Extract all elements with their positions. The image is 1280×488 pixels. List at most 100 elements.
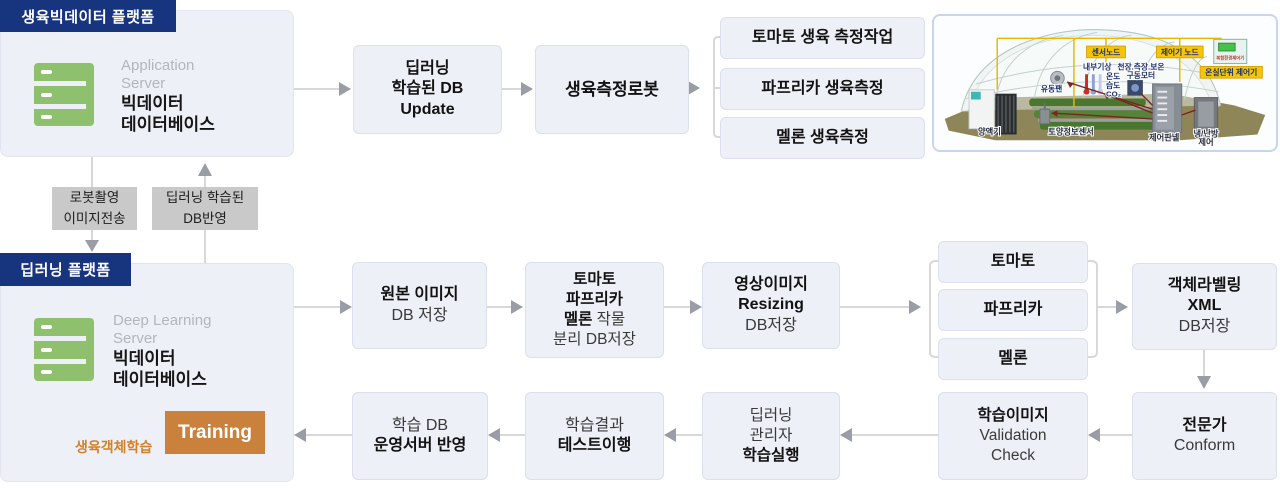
box-db-update: 딥러닝 학습된 DB Update: [353, 45, 502, 134]
controller-node-text: 제어기 노드: [1161, 47, 1199, 57]
application-server-label: Application Server: [121, 57, 195, 92]
unit-controller-chip: 온실단위 제어기: [1199, 66, 1263, 79]
box-crop-tomato: 토마토: [938, 241, 1088, 283]
deeplearning-server-icon: [34, 318, 94, 381]
box-task-melon: 멜론 생육측정: [720, 117, 925, 159]
soil-sensor-label: 토양정보센서: [1048, 126, 1094, 136]
unit-controller-text: 온실단위 제어기: [1205, 67, 1257, 77]
labeling-line2: XML: [1187, 297, 1222, 315]
box-original-image: 원본 이미지 DB 저장: [352, 262, 487, 349]
fan-label: 유동팬: [1041, 84, 1062, 94]
test-line1: 학습결과: [565, 416, 624, 434]
temp-label: 온도: [1106, 72, 1120, 81]
crop-rows: [1029, 98, 1165, 130]
box-crop-paprika: 파프리카: [938, 289, 1088, 331]
separate-line3: 멜론 작물: [564, 310, 625, 330]
validation-line1: 학습이미지: [977, 406, 1049, 424]
box-expert-conform: 전문가 Conform: [1132, 392, 1277, 480]
box-test-result: 학습결과 테스트이행: [525, 392, 664, 480]
original-image-line1: 원본 이미지: [380, 286, 459, 304]
control-panel-label: 제어판넬: [1149, 132, 1180, 142]
crop-tomato-label: 토마토: [990, 252, 1036, 270]
box-validation-check: 학습이미지 Validation Check: [938, 392, 1088, 480]
test-line2: 테스트이행: [557, 437, 632, 454]
deeplearning-platform-badge: 딥러닝 플랫폼: [0, 253, 131, 286]
hvac-label-line1: 냉/난방: [1193, 128, 1218, 138]
db-update-line2: 학습된 DB: [391, 80, 464, 98]
bigdata-platform-badge: 생육빅데이터 플랫폼: [0, 0, 176, 32]
bigdata-db-line1: 빅데이터: [121, 94, 184, 113]
exec-line2: 관리자: [749, 426, 793, 444]
expert-line2: Conform: [1173, 437, 1236, 454]
inner-weather-label: 내부기상: [1083, 61, 1112, 71]
resizing-line3: DB저장: [745, 316, 797, 334]
box-object-labeling: 객체라벨링 XML DB저장: [1132, 263, 1277, 350]
bigdata-platform-panel: Application Server 빅데이터 데이터베이스: [0, 10, 294, 157]
unit-controller-device: 복합환경제어기: [1213, 38, 1248, 65]
growth-robot-label: 생육측정로봇: [565, 79, 659, 99]
deeplearning-db-line2: 데이터베이스: [113, 370, 207, 390]
resizing-line2: Resizing: [738, 296, 804, 314]
greenhouse-ground-labels: 양액기 토양정보센서 제어판넬 냉/난방 제어: [977, 125, 1220, 148]
validation-line2: Validation: [979, 426, 1047, 444]
hvac-label-line2: 제어: [1198, 137, 1213, 147]
resizing-line1: 영상이미지: [734, 275, 808, 293]
control-panel-cabinet: [1152, 83, 1183, 134]
control-signal-arrowheads: [1051, 82, 1111, 117]
motor-label-line2: 구동모터: [1127, 70, 1156, 80]
application-server-icon: [34, 63, 94, 126]
deeplearning-db-label: 빅데이터 데이터베이스: [113, 348, 207, 391]
deploy-line2: 운영서버 반영: [373, 437, 467, 454]
separate-line4: 분리 DB저장: [553, 331, 636, 349]
deeplearning-db-line1: 빅데이터: [113, 349, 176, 368]
trained-db-apply-label: 딥러닝 학습된 DB반영: [152, 187, 258, 230]
deeplearning-server-label: Deep Learning Server: [113, 312, 212, 347]
co2-label: CO₂: [1106, 90, 1122, 99]
bigdata-db-label: 빅데이터 데이터베이스: [121, 93, 215, 136]
humidity-label: 습도: [1106, 80, 1120, 90]
separate-line2: 파프리카: [565, 290, 624, 308]
box-task-tomato: 토마토 생육 측정작업: [720, 17, 925, 59]
robot-image-transfer-label: 로봇촬영 이미지전송: [52, 187, 137, 230]
motor-label-line1: 천장.측장.보온: [1117, 61, 1164, 71]
box-image-resizing: 영상이미지 Resizing DB저장: [702, 262, 840, 349]
db-update-line3: Update: [400, 100, 455, 118]
deploy-line1: 학습 DB: [391, 416, 449, 434]
task-paprika-label: 파프리카 생육측정: [761, 79, 884, 97]
validation-line3: Check: [991, 447, 1035, 465]
drive-motor-device: [1127, 80, 1143, 96]
robot-image-transfer-line2: 이미지전송: [63, 210, 126, 226]
box-growth-robot: 생육측정로봇: [535, 45, 689, 134]
db-update-line1: 딥러닝: [405, 59, 450, 77]
box-crop-melon: 멜론: [938, 338, 1088, 380]
growth-object-learning-label: 생육객체학습: [75, 439, 153, 455]
sensor-node-chip: 센서노드: [1086, 45, 1126, 59]
greenhouse-photo: 복합환경제어기: [932, 14, 1278, 152]
soil-sensor-device: [1039, 103, 1051, 125]
crop-paprika-label: 파프리카: [983, 300, 1043, 318]
labeling-line3: DB저장: [1178, 317, 1231, 335]
exec-line1: 딥러닝: [749, 406, 793, 424]
box-task-paprika: 파프리카 생육측정: [720, 68, 925, 110]
device-caption-text: 복합환경제어기: [1216, 55, 1244, 62]
control-signal-lines: [1051, 81, 1196, 120]
box-training-exec: 딥러닝 관리자 학습실행: [702, 392, 840, 480]
separate-line3-rest: 작물: [592, 311, 626, 328]
nutrient-machine: [968, 89, 1017, 135]
thermometer-icons: [1083, 74, 1104, 95]
robot-image-transfer-line1: 로봇촬영: [69, 190, 120, 206]
greenhouse-illustration: 복합환경제어기: [944, 29, 1266, 148]
nutrient-label: 양액기: [978, 126, 1001, 136]
greenhouse-small-labels: 내부기상 천장.측장.보온 구동모터 유동팬 온도 습도 CO₂: [1040, 60, 1166, 99]
original-image-line2: DB 저장: [391, 306, 448, 324]
task-tomato-label: 토마토 생육 측정작업: [751, 28, 894, 46]
labeling-line1: 객체라벨링: [1167, 276, 1242, 294]
trained-db-apply-line2: DB반영: [183, 210, 227, 226]
exec-line3: 학습실행: [742, 447, 800, 465]
sensor-node-text: 센서노드: [1092, 47, 1121, 57]
hvac-photo: [1193, 97, 1219, 132]
box-crop-separate: 토마토 파프리카 멜론 작물 분리 DB저장: [525, 262, 664, 358]
box-deploy-db: 학습 DB 운영서버 반영: [352, 392, 488, 480]
circulation-fan: [1050, 70, 1065, 86]
